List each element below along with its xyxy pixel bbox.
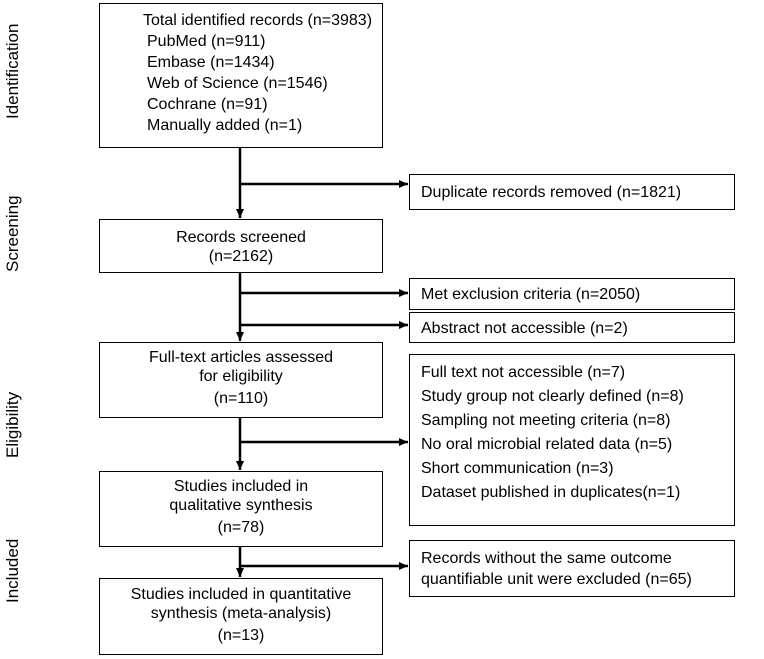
quantitative-count: (n=13) <box>217 627 265 644</box>
qualitative-text: qualitative synthesis <box>169 497 313 514</box>
box-total-identified: Total identified records (n=3983) PubMed… <box>99 3 383 148</box>
exclusion-reason: Study group not clearly defined (n=8) <box>421 388 684 405</box>
outcome-text: Records without the same outcome <box>421 550 672 567</box>
identified-source: Web of Science (n=1546) <box>147 75 328 92</box>
fulltext-text: for eligibility <box>199 368 283 385</box>
qualitative-count: (n=78) <box>217 519 265 536</box>
screened-count: (n=2162) <box>208 248 274 265</box>
exclusion-reason: Short communication (n=3) <box>421 460 614 477</box>
screened-text: Records screened <box>176 229 306 246</box>
outcome-text: quantifiable unit were excluded (n=65) <box>421 571 692 588</box>
identified-source: Manually added (n=1) <box>147 117 303 134</box>
abstract-text: Abstract not accessible (n=2) <box>421 320 628 337</box>
exclusion-reason: Sampling not meeting criteria (n=8) <box>421 412 671 429</box>
exclusion-reason: No oral microbial related data (n=5) <box>421 436 673 453</box>
fulltext-count: (n=110) <box>213 390 269 407</box>
fulltext-text: Full-text articles assessed <box>148 349 334 366</box>
quantitative-text: Studies included in quantitative <box>130 586 352 603</box>
exclusion-reason: Dataset published in duplicates(n=1) <box>421 484 681 501</box>
box-qualitative-synthesis: Studies included in qualitative synthesi… <box>99 471 383 547</box>
identified-source: PubMed (n=911) <box>147 33 266 50</box>
box-duplicates-removed: Duplicate records removed (n=1821) <box>409 174 735 210</box>
quantitative-text: synthesis (meta-analysis) <box>150 605 332 622</box>
box-fulltext-excluded: Full text not accessible (n=7) Study gro… <box>409 354 735 526</box>
box-fulltext-assessed: Full-text articles assessed for eligibil… <box>99 342 383 418</box>
exclusion-text: Met exclusion criteria (n=2050) <box>421 286 641 303</box>
qualitative-text: Studies included in <box>173 478 309 495</box>
box-records-screened: Records screened (n=2162) <box>99 219 383 273</box>
duplicates-text: Duplicate records removed (n=1821) <box>421 184 682 201</box>
box-quantitative-synthesis: Studies included in quantitative synthes… <box>99 578 383 655</box>
identified-title: Total identified records (n=3983) <box>143 12 373 29</box>
box-outcome-excluded: Records without the same outcome quantif… <box>409 540 735 597</box>
exclusion-reason: Full text not accessible (n=7) <box>421 364 626 381</box>
identified-source: Embase (n=1434) <box>147 54 275 71</box>
identified-source: Cochrane (n=91) <box>147 96 268 113</box>
box-abstract-not-accessible: Abstract not accessible (n=2) <box>409 312 735 343</box>
box-met-exclusion: Met exclusion criteria (n=2050) <box>409 278 735 310</box>
